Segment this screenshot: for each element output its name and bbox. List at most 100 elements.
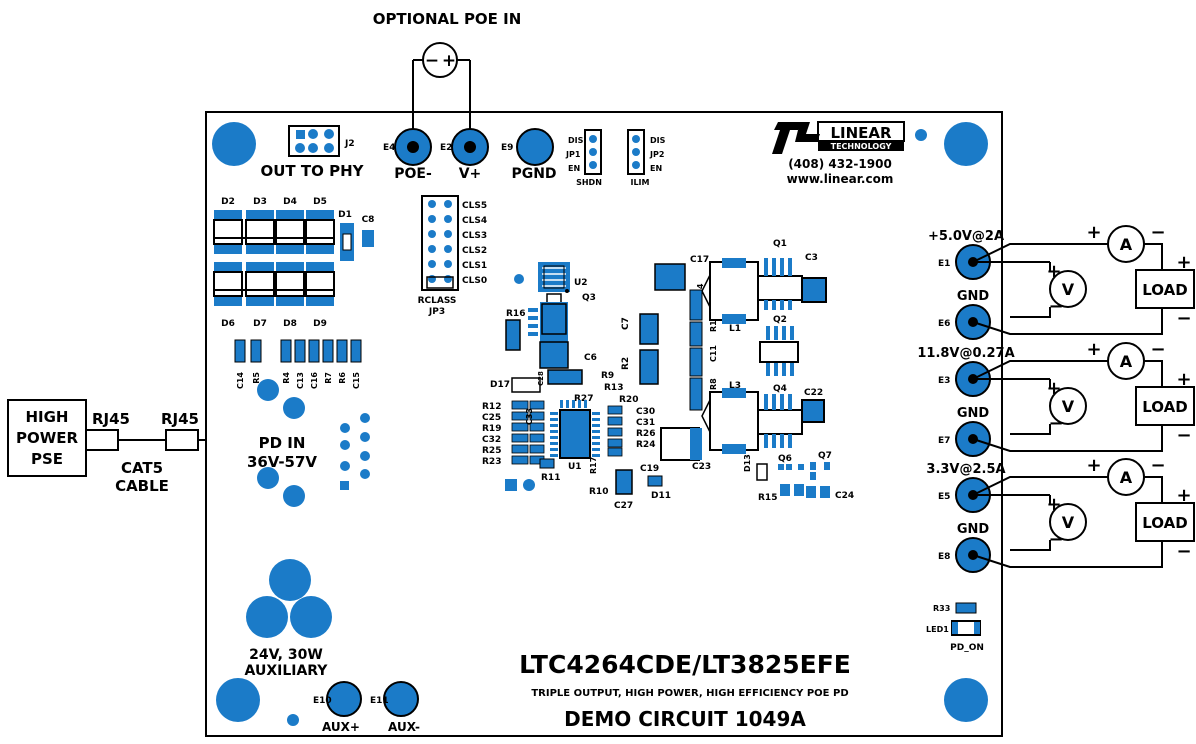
l1-label: L1 <box>729 324 741 334</box>
jp2-name: JP2 <box>649 150 664 159</box>
diode-pad <box>246 210 274 220</box>
r17-label: R17 <box>589 457 598 474</box>
phone-label: (408) 432-1900 <box>788 157 892 171</box>
l3-label: L3 <box>729 381 741 391</box>
q6-label: Q6 <box>778 454 792 464</box>
aux-plus-label: AUX+ <box>322 720 360 734</box>
smd-part <box>322 339 334 363</box>
ammeter-symbol: A <box>1120 235 1133 254</box>
ammeter-plus: + <box>1086 455 1101 476</box>
u1-pin <box>550 424 558 427</box>
output-rating: +5.0V@2A <box>928 229 1004 244</box>
q2-package <box>759 326 799 376</box>
j2-header <box>288 125 340 157</box>
ammeter-icon <box>1107 225 1145 263</box>
led1-label: LED1 <box>926 625 949 634</box>
ammeter-symbol: A <box>1120 352 1133 371</box>
pd-in-label: PD IN <box>259 434 306 452</box>
smd-label: R4 <box>282 372 291 384</box>
e10-label: E10 <box>313 696 332 706</box>
c8-label: C8 <box>362 215 375 225</box>
d17-label: D17 <box>490 380 510 390</box>
u1-pin <box>578 400 581 408</box>
turret-e11[interactable] <box>383 681 419 717</box>
voltmeter-icon <box>1049 387 1087 425</box>
mounting-hole <box>944 678 988 722</box>
diode-pad <box>276 296 304 306</box>
smd-label: C16 <box>310 372 319 389</box>
turret-e9[interactable] <box>516 128 554 166</box>
c25-label: C25 <box>482 413 501 423</box>
u1-pin <box>550 418 558 421</box>
jumper-jp2[interactable] <box>627 129 645 175</box>
c4-label: C4 <box>696 283 705 295</box>
diode-label: D7 <box>253 319 267 329</box>
jumper-jp1[interactable] <box>584 129 602 175</box>
diode-bridge <box>213 210 335 306</box>
e4-label: E4 <box>383 143 395 153</box>
diode-pad <box>306 210 334 220</box>
voltmeter-minus: − <box>1048 296 1063 317</box>
q4-label: Q4 <box>773 384 787 394</box>
smd-label: R5 <box>252 372 261 384</box>
c3-label: C3 <box>805 253 818 263</box>
u1-pin <box>592 418 600 421</box>
cls-pin <box>444 275 452 283</box>
ammeter-icon <box>1107 458 1145 496</box>
turret-e10[interactable] <box>326 681 362 717</box>
r19-label: R19 <box>482 424 501 434</box>
mounting-holes <box>212 122 988 722</box>
output-e-label: E3 <box>938 376 950 386</box>
turret-e2[interactable] <box>451 128 489 166</box>
diode-pad <box>276 244 304 254</box>
ammeter-plus: + <box>1086 222 1101 243</box>
smd-part <box>529 400 545 410</box>
diode-body <box>305 219 335 245</box>
poe-minus-label: POE- <box>394 166 432 182</box>
load-box <box>1135 269 1195 309</box>
aux-rating: 24V, 30W <box>249 647 323 663</box>
diode-body <box>245 271 275 297</box>
diode-pad <box>306 296 334 306</box>
load-plus: + <box>1176 369 1191 390</box>
output-gnd-e-label: E8 <box>938 552 950 562</box>
jp2-en: EN <box>650 164 662 173</box>
r15-label: R15 <box>758 493 777 503</box>
rj45-left-label: RJ45 <box>92 410 130 428</box>
load-minus: − <box>1176 308 1191 329</box>
u1-pin <box>550 436 558 439</box>
optional-poe-label: OPTIONAL POE IN <box>373 10 522 28</box>
j2-label: J2 <box>344 139 355 149</box>
diode-pad <box>306 262 334 272</box>
out-to-phy-label: OUT TO PHY <box>260 162 364 180</box>
cls-pin <box>428 215 436 223</box>
bridge-trace <box>214 237 334 291</box>
u1-pin <box>592 424 600 427</box>
jp1-name: JP1 <box>565 150 581 159</box>
smd-part <box>511 422 529 432</box>
jumper-jp3[interactable] <box>421 195 459 291</box>
c27-label: C27 <box>614 501 633 511</box>
diode-pad <box>214 296 242 306</box>
u1-pin <box>592 454 600 457</box>
load-label: LOAD <box>1142 398 1187 416</box>
cable-line1: CAT5 <box>121 459 163 477</box>
c31-label: C31 <box>636 418 655 428</box>
turret-e4[interactable] <box>394 128 432 166</box>
cls-label: CLS2 <box>462 246 487 256</box>
r16-label: R16 <box>506 309 525 319</box>
q3-label: Q3 <box>582 293 596 303</box>
diode-pad <box>214 210 242 220</box>
smd-part <box>511 433 529 443</box>
q1-package <box>757 258 827 310</box>
load-box <box>1135 502 1195 542</box>
measurement-wiring <box>972 476 1163 568</box>
fiducial <box>287 714 299 726</box>
test-pads <box>505 479 535 491</box>
rj45-plug-right <box>165 429 199 451</box>
jp3-label: JP3 <box>428 307 445 317</box>
fiducial <box>514 274 524 284</box>
r20-label: R20 <box>619 395 638 405</box>
cls-pin <box>444 245 452 253</box>
